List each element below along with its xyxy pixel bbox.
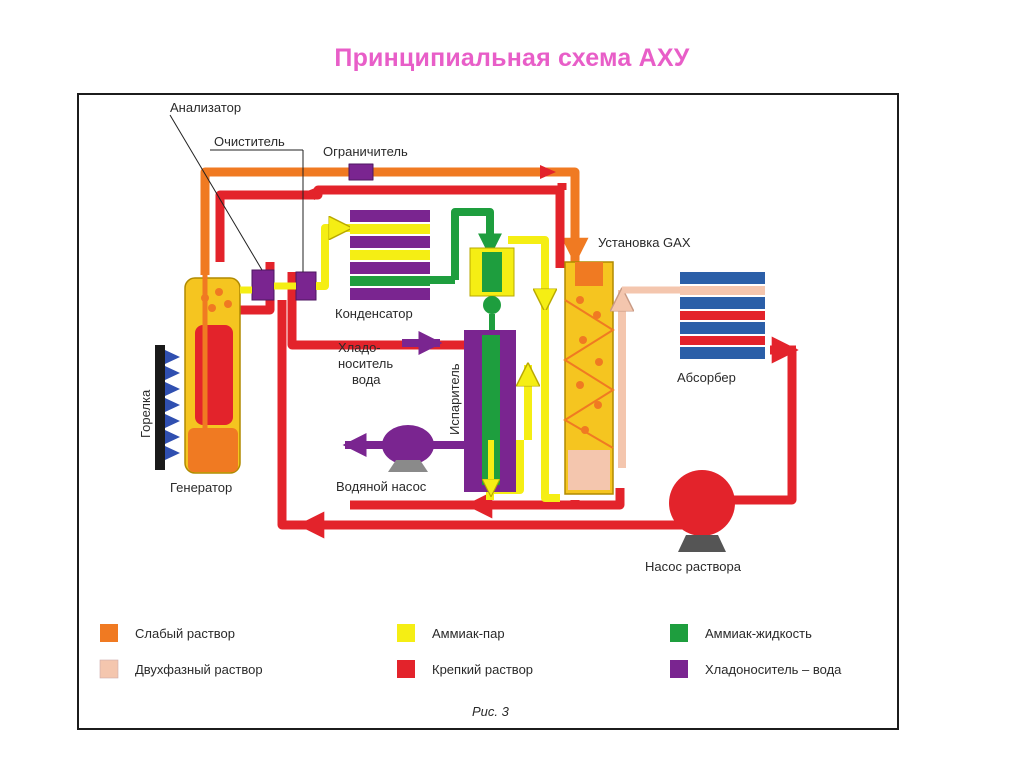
generator: [184, 245, 241, 474]
legend-label-1: Двухфазный раствор: [135, 662, 263, 677]
condenser: [350, 210, 455, 300]
label-solution-pump: Насос раствора: [645, 559, 742, 574]
legend-swatch-5: [670, 660, 688, 678]
label-coolant-2: носитель: [338, 356, 393, 371]
label-gax: Установка GAX: [598, 235, 691, 250]
label-absorber: Абсорбер: [677, 370, 736, 385]
label-generator: Генератор: [170, 480, 232, 495]
label-limiter: Ограничитель: [323, 144, 408, 159]
analyzer-purifier: [240, 269, 317, 301]
legend-swatch-3: [397, 660, 415, 678]
water-pump: [382, 425, 434, 472]
label-burner: Горелка: [138, 389, 153, 438]
legend-label-3: Крепкий раствор: [432, 662, 533, 677]
figure-caption: Рис. 3: [472, 704, 510, 719]
strong-solution-lines: [215, 183, 799, 539]
precooler: [469, 247, 515, 335]
slide-title: Принципиальная схема АХУ: [334, 44, 690, 72]
legend-swatch-4: [670, 624, 688, 642]
solution-pump: [669, 470, 735, 552]
label-evaporator: Испаритель: [447, 363, 462, 435]
absorber: [680, 272, 765, 359]
label-coolant-3: вода: [352, 372, 381, 387]
label-condenser: Конденсатор: [335, 306, 413, 321]
burner: [155, 345, 180, 470]
weak-solution-line: [200, 163, 589, 275]
label-analyzer: Анализатор: [170, 100, 241, 115]
evaporator: [464, 330, 516, 495]
legend-swatch-1: [99, 659, 119, 679]
legend: Слабый раствор Двухфазный раствор Аммиак…: [99, 624, 842, 679]
legend-swatch-0: [100, 624, 118, 642]
label-coolant-1: Хладо-: [338, 340, 381, 355]
legend-label-4: Аммиак-жидкость: [705, 626, 812, 641]
label-purifier: Очиститель: [214, 134, 285, 149]
label-water-pump: Водяной насос: [336, 479, 427, 494]
legend-swatch-2: [397, 624, 415, 642]
legend-label-5: Хладоноситель – вода: [705, 662, 842, 677]
gax-unit: [563, 261, 622, 495]
liquid-ammonia-lines: [451, 208, 502, 280]
legend-label-2: Аммиак-пар: [432, 626, 505, 641]
analyzer-pointer: [169, 114, 263, 271]
legend-label-0: Слабый раствор: [135, 626, 235, 641]
